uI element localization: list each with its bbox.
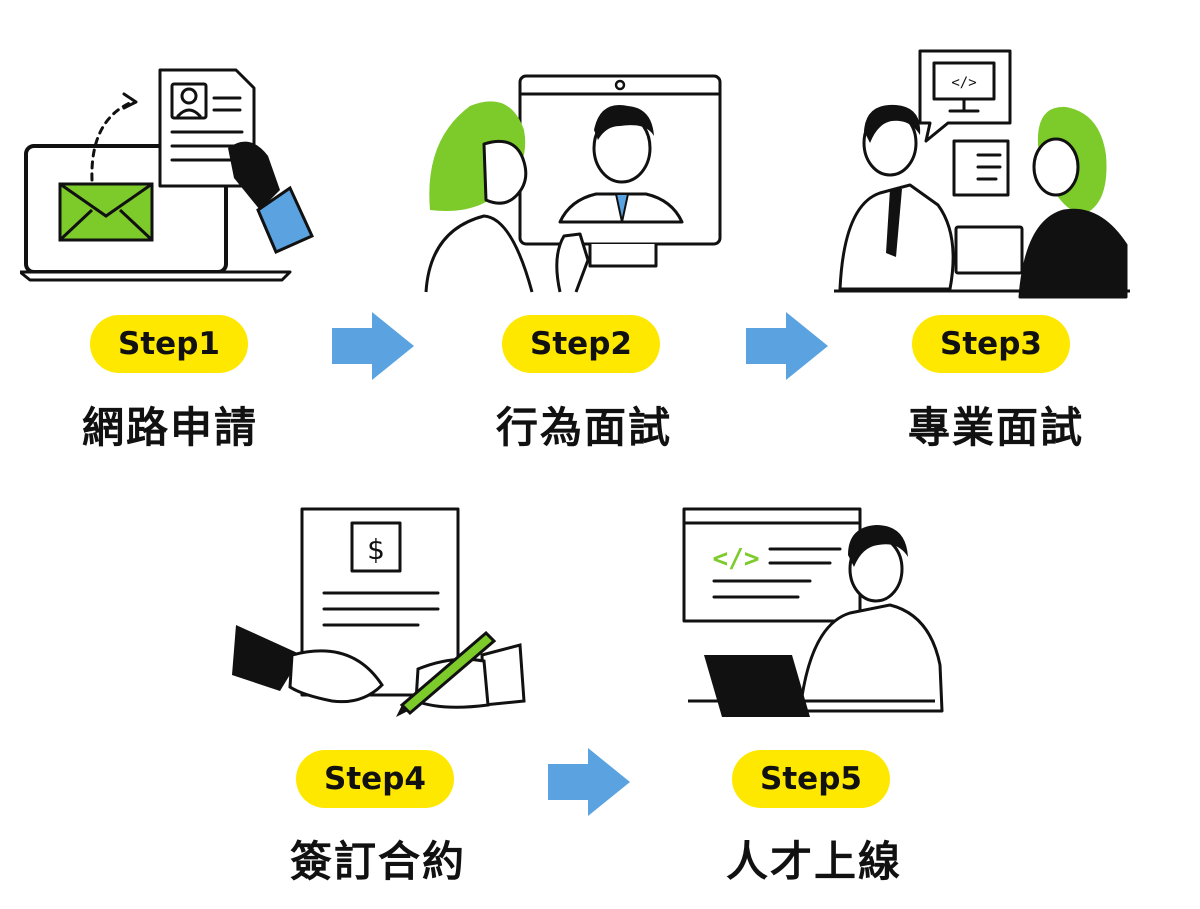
technical-interview-illustration: </> — [834, 49, 1130, 299]
svg-text:</>: </> — [713, 544, 760, 574]
video-interview-illustration — [424, 74, 722, 293]
arrow-right-icon — [746, 312, 828, 380]
svg-text:</>: </> — [951, 75, 976, 91]
step2-label: 行為面試 — [495, 403, 672, 452]
step4-label: 簽訂合約 — [289, 837, 466, 886]
developer-onboard-illustration: </> — [682, 507, 944, 717]
step5-label: 人才上線 — [725, 837, 902, 886]
step3-badge: Step3 — [912, 315, 1070, 373]
contract-signing-illustration: $ — [232, 507, 526, 717]
step1-badge: Step1 — [90, 315, 248, 373]
step3-label: 專業面試 — [907, 403, 1084, 452]
arrow-right-icon — [548, 748, 630, 816]
arrow-right-icon — [332, 312, 414, 380]
online-application-illustration — [20, 68, 314, 282]
svg-text:$: $ — [367, 533, 385, 566]
step4-badge: Step4 — [296, 750, 454, 808]
step1-label: 網路申請 — [81, 403, 258, 452]
step5-badge: Step5 — [732, 750, 890, 808]
step2-badge: Step2 — [502, 315, 660, 373]
